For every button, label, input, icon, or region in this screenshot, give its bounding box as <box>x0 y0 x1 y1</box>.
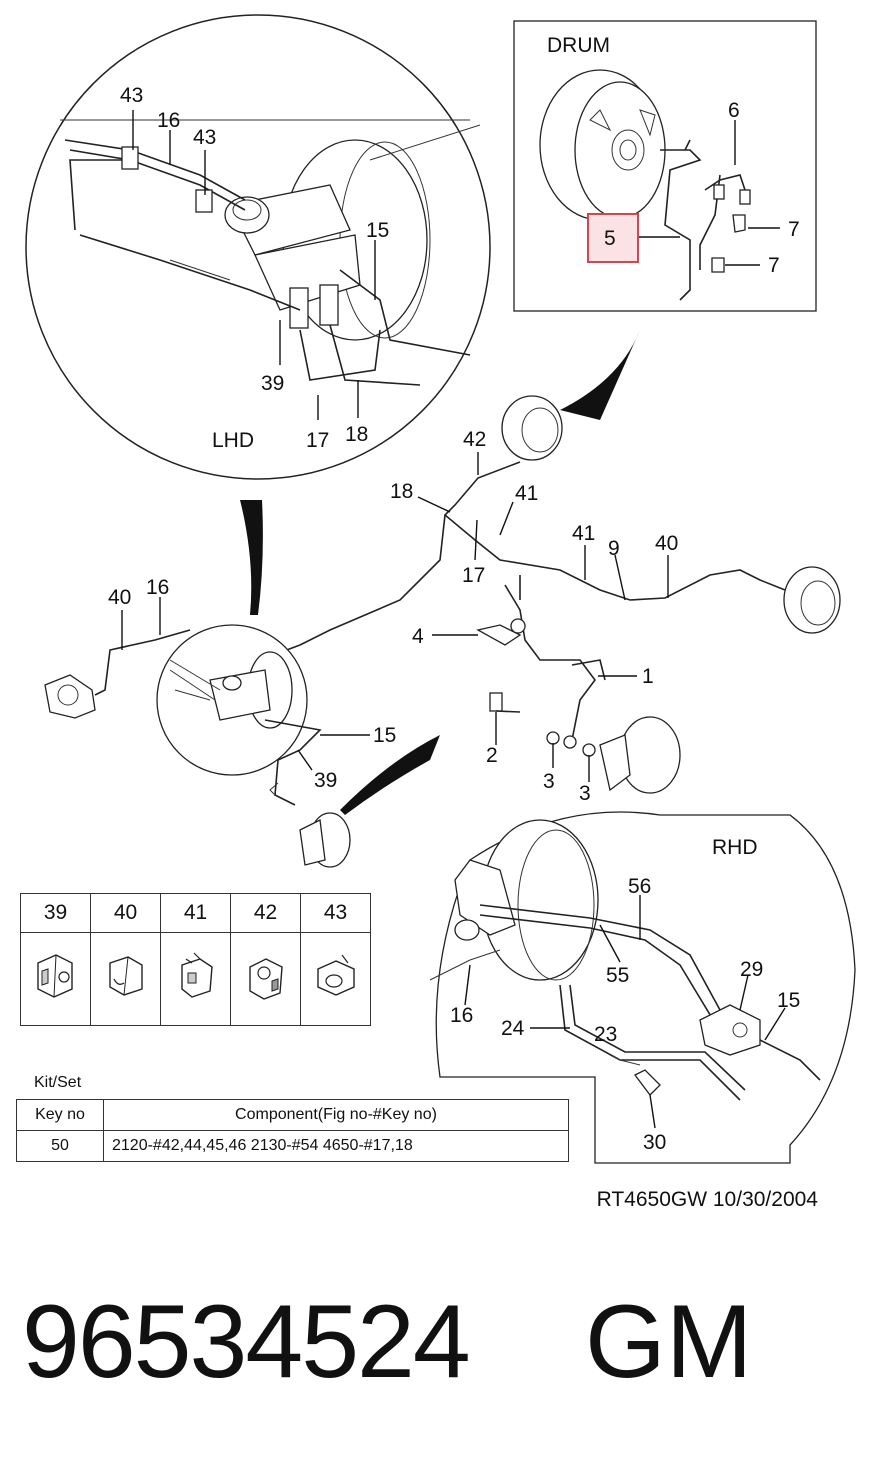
kit-header-key: Key no <box>16 1099 104 1131</box>
drum-label: DRUM <box>547 34 610 57</box>
rhd-callout-23: 23 <box>594 1023 617 1046</box>
lhd-callout-15: 15 <box>366 219 389 242</box>
clip-39-icon <box>20 932 91 1026</box>
drum-inset: DRUM 6 5 7 7 <box>513 20 817 312</box>
clip-42-icon <box>230 932 301 1026</box>
lhd-callout-39: 39 <box>261 372 284 395</box>
brake-line-diagram: 43 16 43 15 39 17 18 LHD DRUM 6 5 7 7 <box>25 14 856 1164</box>
rhd-callout-24: 24 <box>501 1017 525 1040</box>
lhd-callout-43b: 43 <box>193 126 216 149</box>
kit-caption: Kit/Set <box>34 1074 82 1091</box>
rhd-callout-56: 56 <box>628 875 651 898</box>
main-callout-4: 4 <box>412 625 424 648</box>
rhd-callout-55: 55 <box>606 964 629 987</box>
clip-43-icon <box>300 932 371 1026</box>
lhd-callout-16: 16 <box>157 109 180 132</box>
main-callout-16: 16 <box>146 576 169 599</box>
clip-header-41: 41 <box>160 893 231 933</box>
main-callout-2: 2 <box>486 744 498 767</box>
main-callout-17: 17 <box>462 564 485 587</box>
main-callout-3b: 3 <box>579 782 591 805</box>
main-callout-41b: 41 <box>572 522 595 545</box>
rhd-inset: RHD 56 55 29 15 16 24 23 30 <box>429 811 856 1164</box>
reference-code: RT4650GW 10/30/2004 <box>596 1188 818 1211</box>
main-callout-15: 15 <box>373 724 396 747</box>
kit-row-key: 50 <box>16 1130 104 1162</box>
rhd-callout-15: 15 <box>777 989 800 1012</box>
main-callout-40b: 40 <box>108 586 131 609</box>
brand-name: GM <box>585 1284 753 1400</box>
lhd-label: LHD <box>212 429 254 452</box>
drum-pointer <box>560 330 640 420</box>
clip-40-icon <box>90 932 161 1026</box>
main-callout-1: 1 <box>642 665 654 688</box>
kit-header-component: Component(Fig no-#Key no) <box>103 1099 569 1131</box>
rhd-callout-16: 16 <box>450 1004 473 1027</box>
kit-table: Key no Component(Fig no-#Key no) 50 2120… <box>16 1099 569 1162</box>
lhd-callout-43a: 43 <box>120 84 143 107</box>
main-callout-3a: 3 <box>543 770 555 793</box>
main-callout-9: 9 <box>608 537 620 560</box>
rhd-pointer <box>340 735 440 815</box>
lhd-inset: 43 16 43 15 39 17 18 LHD <box>25 14 491 480</box>
main-callout-40a: 40 <box>655 532 678 555</box>
clip-table: 39 40 41 42 43 <box>20 893 371 1026</box>
callout-5-highlight <box>587 213 639 263</box>
main-callout-39: 39 <box>314 769 337 792</box>
drum-callout-7a: 7 <box>788 218 800 241</box>
table-row: 50 2120-#42,44,45,46 2130-#54 4650-#17,1… <box>16 1130 569 1162</box>
clip-header-40: 40 <box>90 893 161 933</box>
lhd-callout-17: 17 <box>306 429 329 452</box>
drum-callout-6: 6 <box>728 99 740 122</box>
clip-header-39: 39 <box>20 893 91 933</box>
clip-header-42: 42 <box>230 893 301 933</box>
main-callout-18: 18 <box>390 480 413 503</box>
lhd-pointer <box>240 500 263 615</box>
clip-41-icon <box>160 932 231 1026</box>
main-assembly: 42 18 41 17 41 9 40 40 16 4 1 15 2 3 3 3… <box>44 395 841 868</box>
lhd-callout-18: 18 <box>345 423 368 446</box>
drum-callout-5: 5 <box>604 227 616 250</box>
rhd-label: RHD <box>712 836 758 859</box>
rhd-callout-29: 29 <box>740 958 763 981</box>
part-number: 96534524 <box>22 1284 471 1400</box>
kit-row-component: 2120-#42,44,45,46 2130-#54 4650-#17,18 <box>103 1130 569 1162</box>
main-callout-42: 42 <box>463 428 486 451</box>
clip-header-43: 43 <box>300 893 371 933</box>
main-callout-41a: 41 <box>515 482 538 505</box>
drum-callout-7b: 7 <box>768 254 780 277</box>
rhd-callout-30: 30 <box>643 1131 666 1154</box>
